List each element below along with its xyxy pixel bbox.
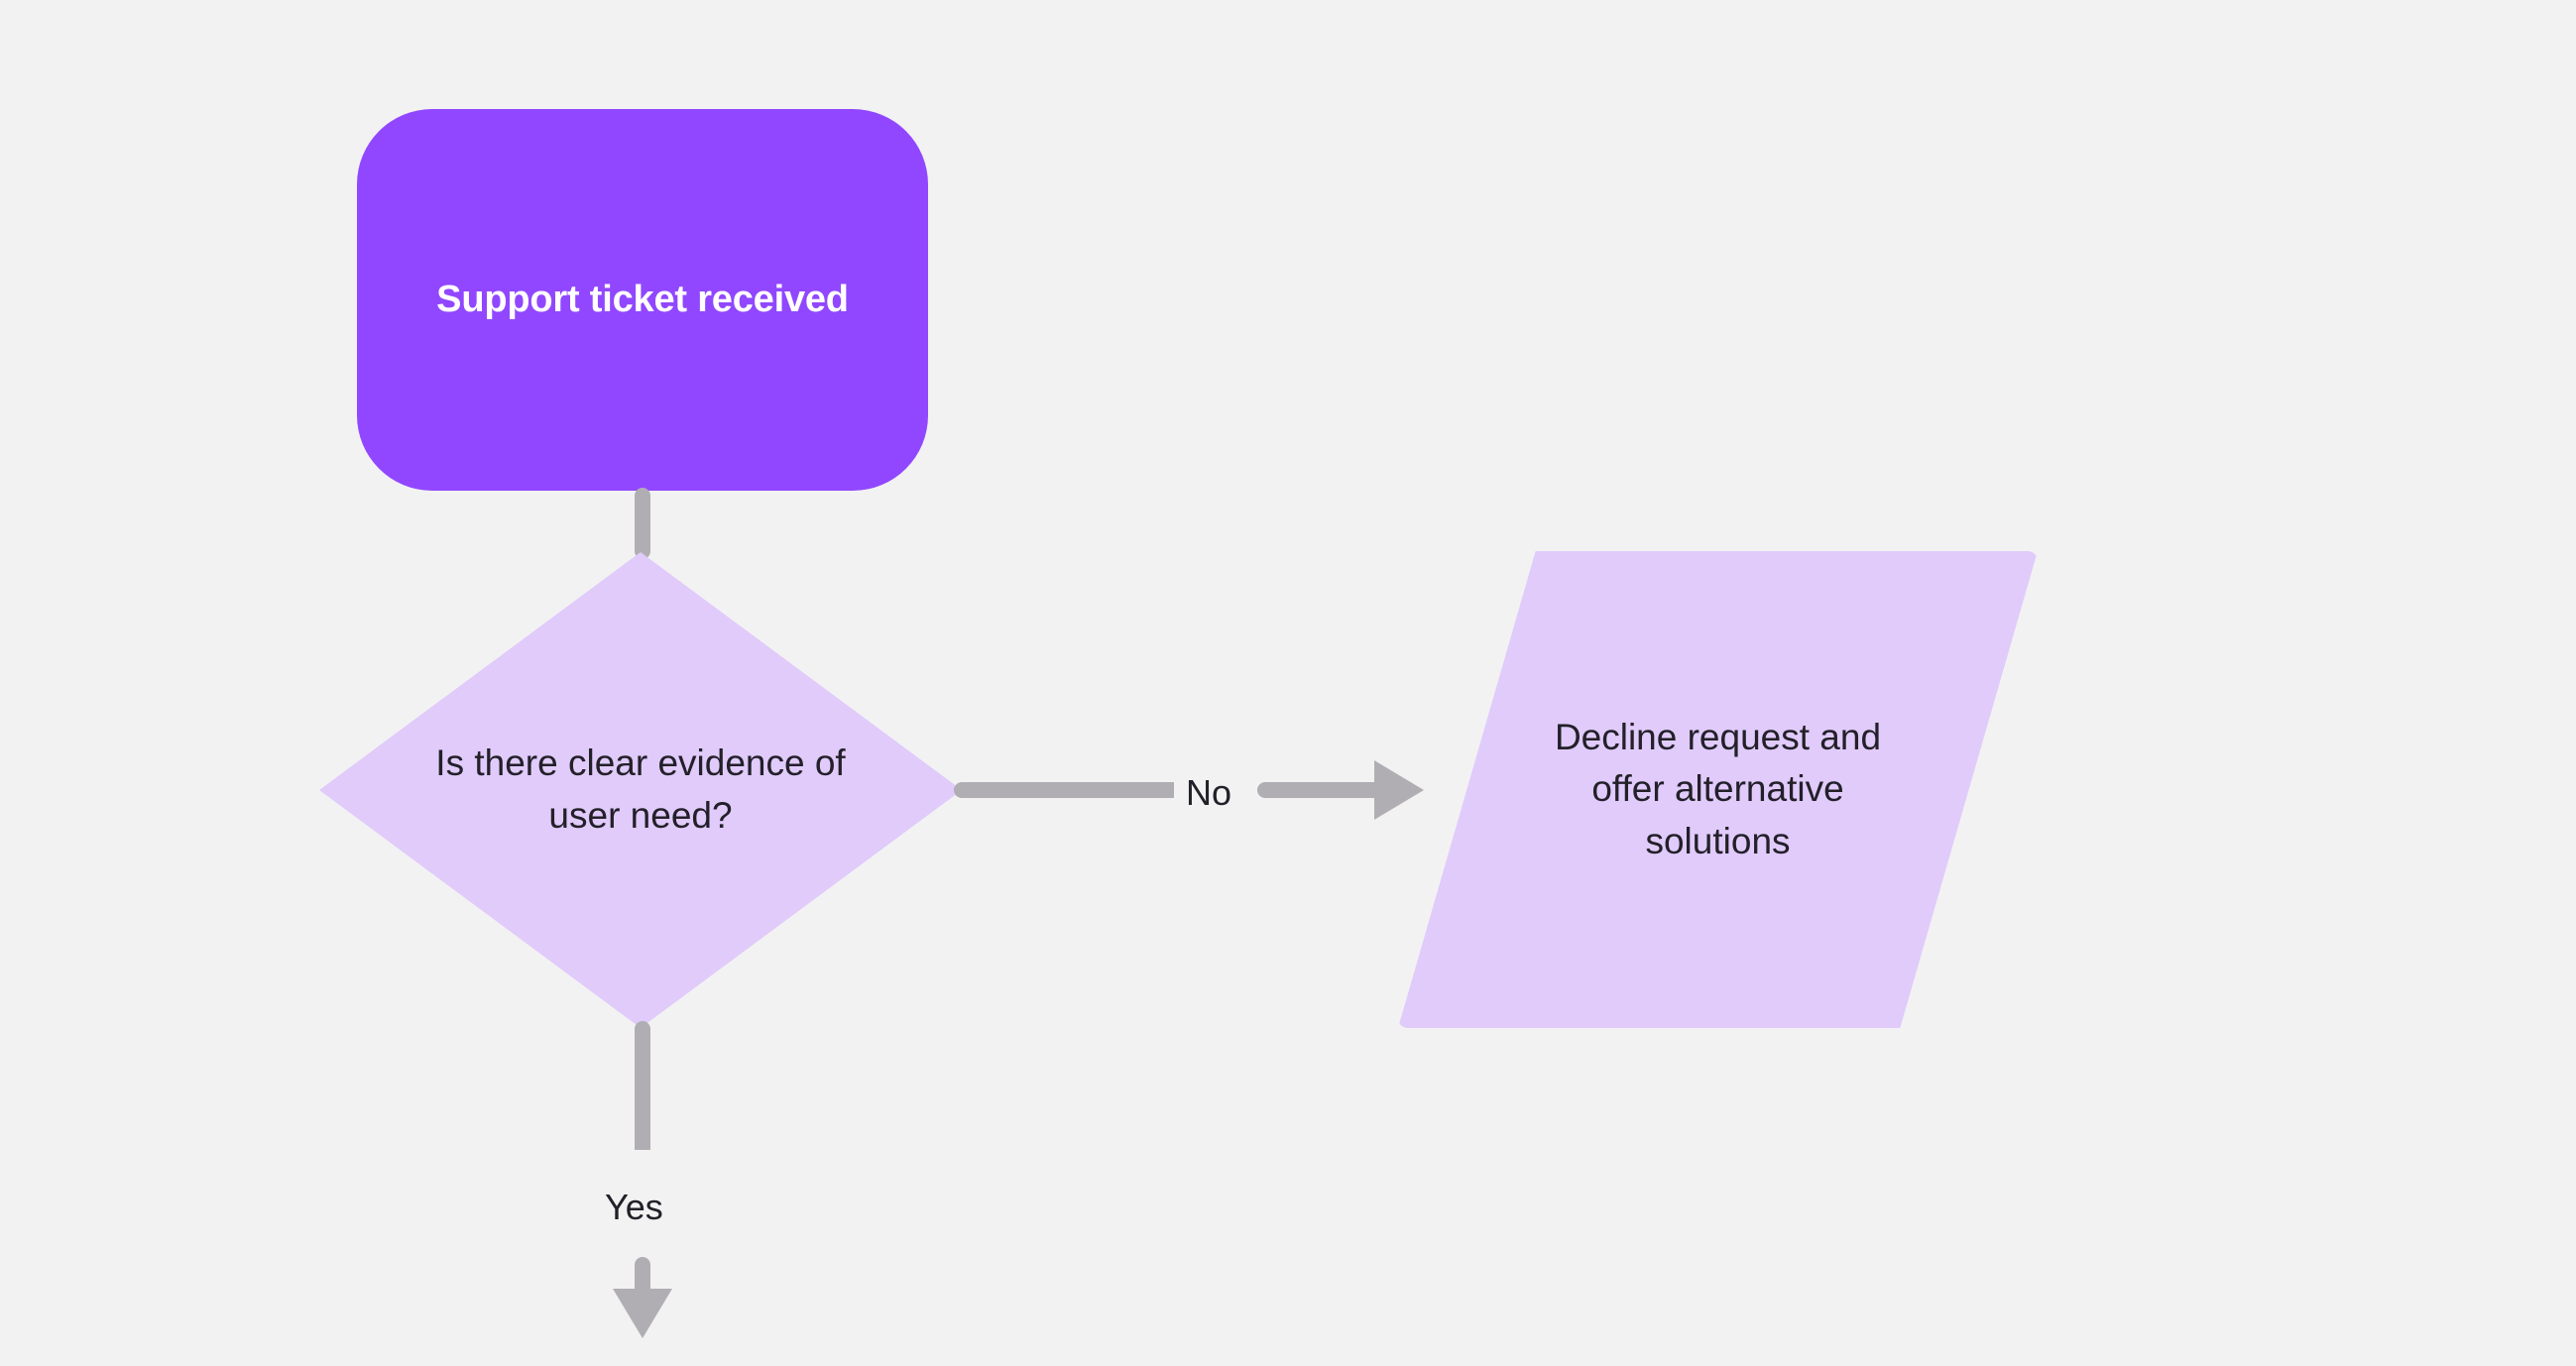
arrowhead-down-icon — [613, 1289, 672, 1338]
connector-start-to-decision — [635, 488, 650, 559]
node-decline-request[interactable]: Decline request and offer alternative so… — [1398, 551, 2038, 1028]
node-support-ticket-received[interactable]: Support ticket received — [357, 109, 928, 491]
node-evidence-decision[interactable]: Is there clear evidence of user need? — [319, 552, 962, 1028]
connector-yes-segment-top — [635, 1021, 650, 1150]
arrowhead-right-icon — [1374, 760, 1424, 820]
connector-no-segment-right — [1257, 782, 1386, 798]
connector-no-segment-left — [954, 782, 1174, 798]
edge-label-yes: Yes — [605, 1187, 663, 1227]
node-label-start: Support ticket received — [436, 279, 849, 321]
node-label-decision: Is there clear evidence of user need? — [435, 742, 846, 836]
edge-label-no: No — [1186, 772, 1232, 813]
node-label-decline: Decline request and offer alternative so… — [1554, 716, 1882, 861]
